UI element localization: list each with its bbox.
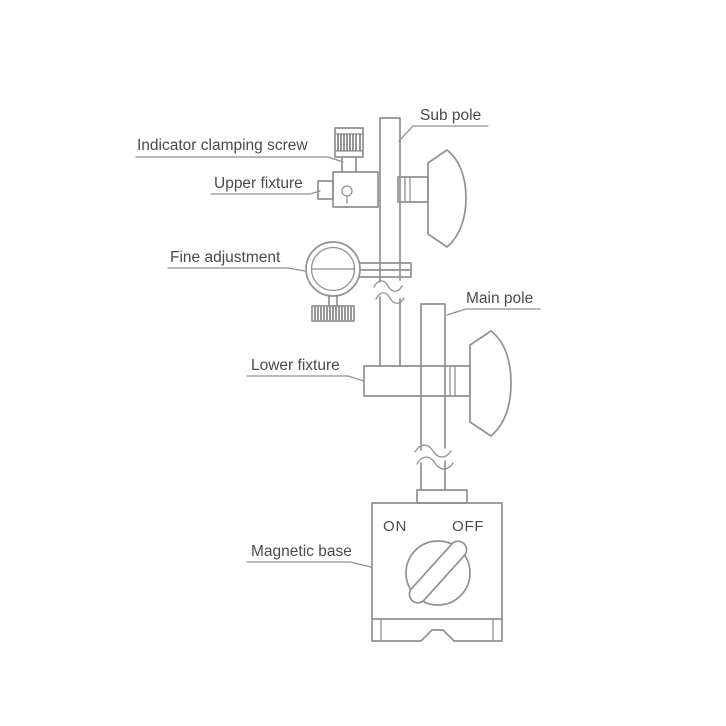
label-lower-fixture: Lower fixture — [251, 357, 340, 374]
on-off-switch — [405, 540, 471, 606]
knurl-texture-icon — [314, 307, 352, 320]
label-sub-pole: Sub pole — [420, 107, 481, 124]
label-upper-fixture: Upper fixture — [214, 175, 303, 192]
label-magnetic-base: Magnetic base — [251, 543, 352, 560]
knurl-texture-icon — [337, 134, 361, 151]
leader-indicator-clamping-screw — [135, 156, 344, 163]
switch-off-label: OFF — [452, 518, 484, 535]
label-fine-adjustment: Fine adjustment — [170, 249, 281, 266]
magnetic-base: ON OFF — [371, 489, 503, 642]
sub-pole-break-icon — [373, 280, 405, 304]
base-feet — [371, 618, 503, 642]
fine-adjustment — [305, 241, 412, 322]
leader-sub-pole — [398, 125, 489, 142]
label-indicator-clamping-screw: Indicator clamping screw — [137, 137, 308, 154]
upper-cone-knob — [427, 149, 467, 248]
leader-fine-adjustment — [167, 267, 306, 272]
label-main-pole: Main pole — [466, 290, 533, 307]
upper-fixture — [317, 149, 467, 248]
main-pole-break-icon — [414, 444, 454, 470]
leader-lower-fixture — [246, 375, 365, 382]
lower-cone-knob — [469, 330, 512, 437]
leader-main-pole — [446, 308, 541, 316]
leader-lines — [135, 125, 541, 568]
main-pole — [414, 303, 454, 491]
leader-upper-fixture — [210, 190, 321, 195]
lower-fixture — [363, 330, 512, 437]
sub-pole — [373, 117, 405, 367]
switch-on-label: ON — [383, 518, 407, 535]
labels: Sub pole Indicator clamping screw Upper … — [137, 107, 533, 560]
leader-magnetic-base — [246, 561, 372, 568]
indicator-clamping-screw — [334, 127, 364, 173]
